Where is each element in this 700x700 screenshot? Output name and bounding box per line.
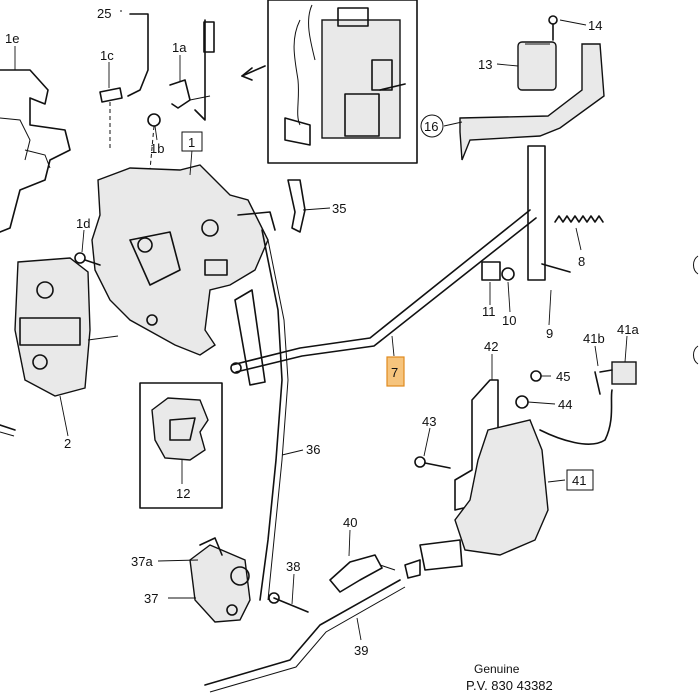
label-25: 25 <box>97 6 111 21</box>
part-7-rod <box>230 209 537 374</box>
label-37: 37 <box>144 591 158 606</box>
part-44-nut <box>515 395 529 409</box>
label-10: 10 <box>502 313 516 328</box>
part-35-bracket <box>287 179 306 233</box>
part-1d-screw <box>74 252 101 266</box>
label-44: 44 <box>558 397 572 412</box>
label-41-box <box>566 469 594 491</box>
part-13-block <box>517 41 557 91</box>
label-8: 8 <box>578 254 585 269</box>
part-1a-lever <box>169 19 215 121</box>
part-40-clip <box>329 554 396 593</box>
label-1e: 1e <box>5 31 19 46</box>
part-14-screw <box>548 15 558 41</box>
part-45-screw <box>530 370 542 382</box>
part-2-striker <box>14 257 119 397</box>
label-7-highlight <box>386 356 405 387</box>
label-43: 43 <box>422 414 436 429</box>
label-39: 39 <box>354 643 368 658</box>
part-37-lever <box>189 537 251 623</box>
label-1a: 1a <box>172 40 187 55</box>
label-38: 38 <box>286 559 300 574</box>
label-41a: 41a <box>617 322 639 337</box>
footer-code: P.V. 830 43382 <box>466 678 553 693</box>
label-16-circle <box>420 114 444 138</box>
part-41-actuator <box>404 419 549 579</box>
label-7: 7 <box>391 365 398 380</box>
label-11: 11 <box>482 304 496 319</box>
part-pivot-bracket <box>481 145 571 281</box>
label-1-box <box>181 131 203 152</box>
footer-brand: Genuine <box>474 662 520 676</box>
label-14: 14 <box>588 18 602 33</box>
part-41a-connector <box>599 361 637 385</box>
label-1d: 1d <box>76 216 90 231</box>
label-2: 2 <box>64 436 71 451</box>
part-1c-clip <box>99 87 123 150</box>
inset-detail-top <box>241 0 418 164</box>
label-45: 45 <box>556 369 570 384</box>
part-1-lock-body <box>91 164 276 356</box>
part-41b-plug <box>594 371 601 395</box>
part-16-handle <box>459 43 605 161</box>
inset-part-12 <box>139 382 223 509</box>
label-36: 36 <box>306 442 320 457</box>
label-1b: 1b <box>150 141 164 156</box>
label-35: 35 <box>332 201 346 216</box>
label-1c: 1c <box>100 48 114 63</box>
label-13: 13 <box>478 57 492 72</box>
part-43-screw <box>414 456 451 469</box>
part-39-cable <box>204 579 406 693</box>
label-9: 9 <box>546 326 553 341</box>
part-25-rod <box>120 10 149 97</box>
part-1e-bracket <box>0 69 71 233</box>
label-41: 41 <box>572 473 586 488</box>
part-38-screw <box>268 592 309 613</box>
edge-partial-symbols <box>693 255 699 365</box>
part-41-wire <box>539 389 613 445</box>
label-41b: 41b <box>583 331 605 346</box>
label-42: 42 <box>484 339 498 354</box>
label-1: 1 <box>188 135 195 150</box>
part-left-screw <box>0 424 16 437</box>
label-37a: 37a <box>131 554 153 569</box>
part-1b-bolt <box>147 113 161 171</box>
part-36-rod <box>234 229 289 601</box>
label-16: 16 <box>424 119 438 134</box>
leader-lines <box>14 19 628 641</box>
label-40: 40 <box>343 515 357 530</box>
part-8-spring <box>554 215 604 223</box>
label-12: 12 <box>176 486 190 501</box>
